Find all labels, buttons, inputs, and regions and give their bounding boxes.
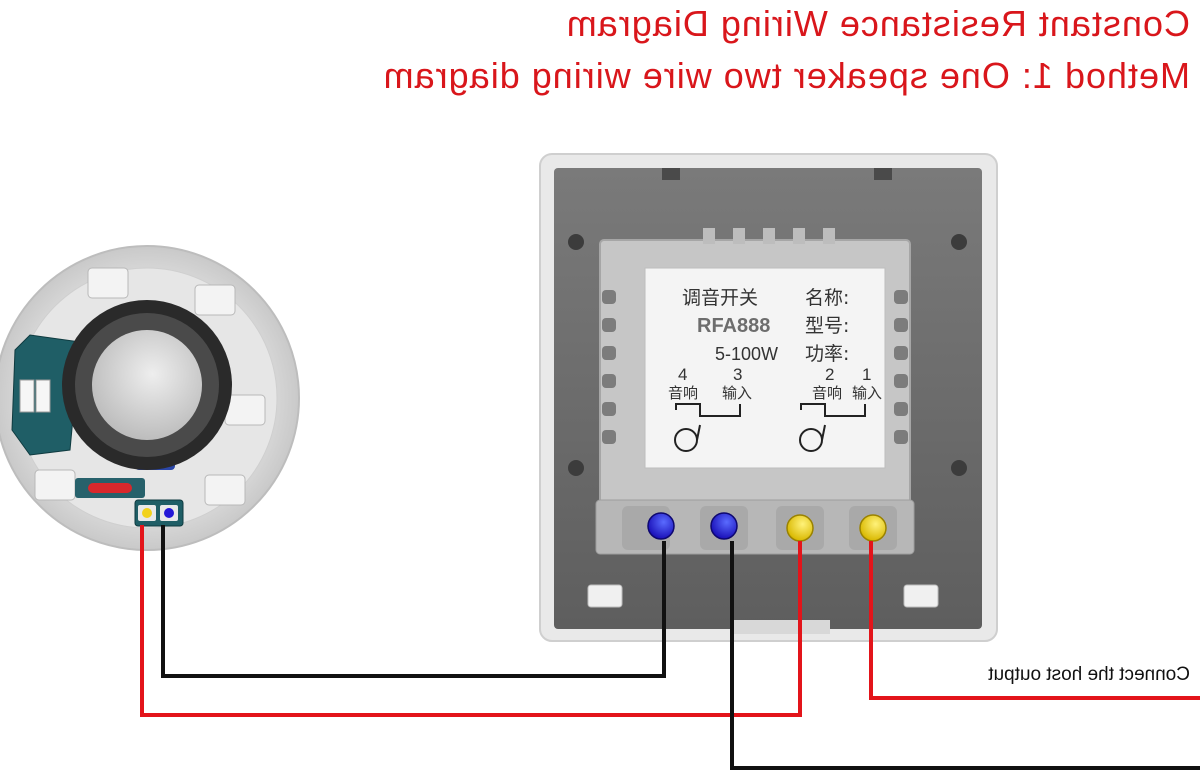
switch-symbol-left <box>674 403 741 452</box>
power-value: 5-100W <box>715 344 778 364</box>
name-value: 调音开关 <box>682 287 758 309</box>
terminal-text-3: 输入 <box>722 384 752 402</box>
switch-label: 名称: 调音开关 型号: RFA888 功率: 5-100W 4 3 2 1 音… <box>668 287 882 452</box>
host-output-label: Connect the host output <box>988 664 1190 685</box>
power-key: 功率: <box>805 343 849 365</box>
terminal-text-1: 输入 <box>852 384 882 402</box>
terminal-yellow-inner <box>786 514 814 542</box>
switch-terminals <box>647 512 887 542</box>
black-wire-speaker <box>161 525 666 678</box>
model-value: RFA888 <box>697 315 770 337</box>
terminal-number-4: 4 <box>678 365 687 384</box>
ceiling-speaker-icon <box>0 245 300 551</box>
volume-switch-back-icon <box>539 153 998 642</box>
terminal-blue-outer <box>647 512 675 540</box>
model-key: 型号: <box>805 315 849 337</box>
terminal-number-2: 2 <box>825 365 834 384</box>
terminal-blue-inner <box>710 512 738 540</box>
speaker-terminal-blue <box>164 508 174 518</box>
terminal-text-4: 音响 <box>668 384 698 402</box>
terminal-number-3: 3 <box>733 365 742 384</box>
red-wire-host <box>869 541 1200 700</box>
black-wire-host <box>730 541 1200 770</box>
terminal-text-2: 音响 <box>812 384 842 402</box>
switch-symbol-right <box>799 403 866 452</box>
terminal-yellow-outer <box>859 514 887 542</box>
terminal-number-1: 1 <box>862 365 871 384</box>
red-wire-speaker <box>140 525 802 717</box>
name-key: 名称: <box>805 287 849 309</box>
speaker-terminal-yellow <box>142 508 152 518</box>
